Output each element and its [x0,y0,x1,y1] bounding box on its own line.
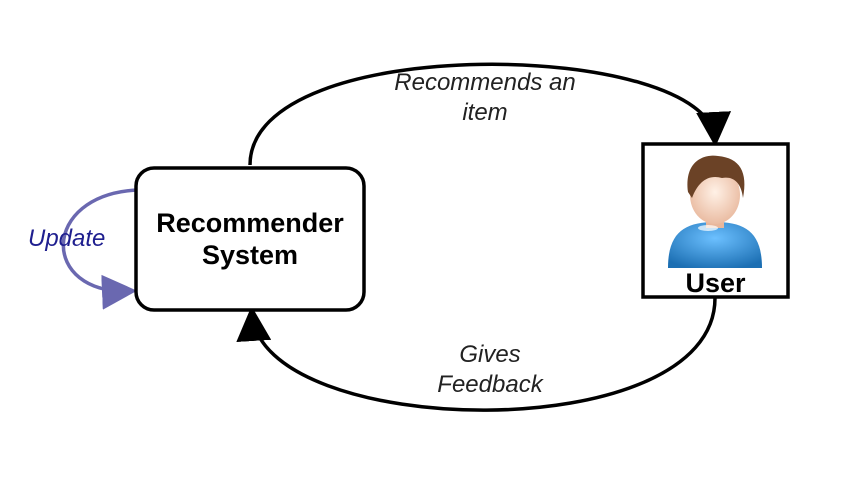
recommends-label: Recommends an item [360,68,610,128]
feedback-arrow [236,297,717,412]
feedback-label-line1: Gives [459,341,521,368]
recommends-label-line2: item [462,99,508,126]
recommender-box [134,166,366,312]
recommender-title-line2: System [201,240,299,270]
recommends-label-line1: Recommends an [394,69,576,96]
user-title: User [685,268,746,298]
feedback-label-line2: Feedback [437,371,543,398]
update-arrow [61,188,138,310]
user-avatar-icon [668,155,762,268]
recommends-arrow [248,62,731,166]
feedback-label: Gives Feedback [400,340,580,400]
recommender-title: Recommender System [136,207,364,271]
update-label: Update [28,225,106,252]
recommender-title-line1: Recommender [156,208,344,238]
